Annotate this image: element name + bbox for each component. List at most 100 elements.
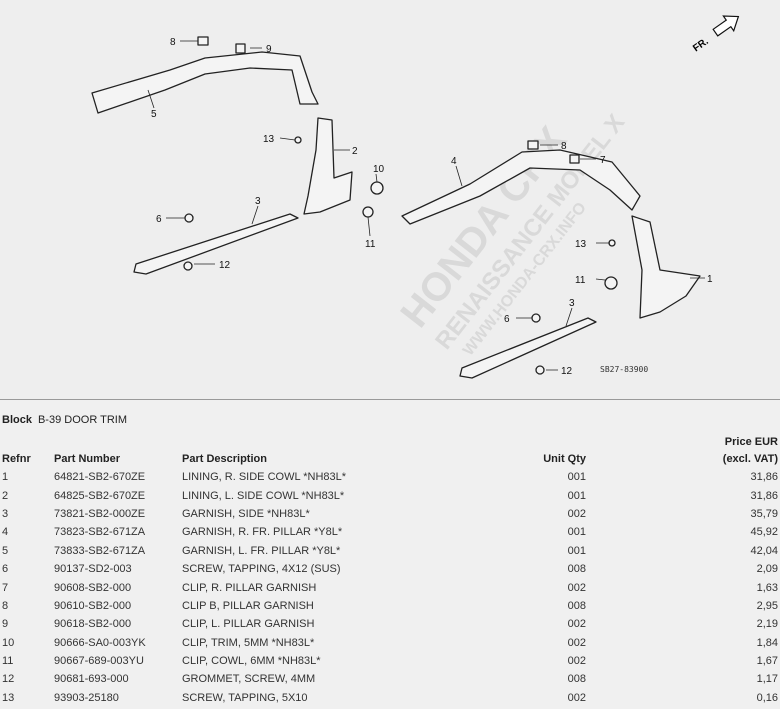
callout-6-right: 6	[504, 314, 510, 325]
part-number-cell: 73821-SB2-000ZE	[54, 507, 146, 520]
unit-qty-cell: 002	[567, 618, 586, 631]
price-cell: 0,16	[756, 691, 778, 704]
part-number-cell: 90667-689-003YU	[54, 655, 144, 668]
description-cell: CLIP B, PILLAR GARNISH	[182, 599, 314, 612]
part-11-clip	[362, 206, 374, 218]
table-row: 8 90610-SB2-000 CLIP B, PILLAR GARNISH 008 2…	[0, 597, 780, 615]
refnr-cell: 5	[2, 544, 9, 557]
part-9-clip	[235, 43, 246, 54]
callout-5: 5	[151, 109, 157, 120]
block-label: Block	[2, 414, 32, 426]
refnr-cell: 12	[2, 673, 15, 686]
unit-qty-cell: 002	[567, 655, 586, 668]
callout-12-right: 12	[561, 366, 573, 377]
part-10-clip	[370, 181, 384, 195]
unit-qty-cell: 001	[567, 526, 586, 539]
description-cell: CLIP, TRIM, 5MM *NH83L*	[182, 636, 315, 649]
part-3-right-side-garnish	[459, 317, 597, 379]
price-cell: 2,09	[756, 563, 778, 576]
part-number-cell: 73823-SB2-671ZA	[54, 526, 146, 539]
unit-qty-cell: 001	[567, 489, 586, 502]
callout-3: 3	[255, 196, 261, 207]
unit-qty-cell: 001	[567, 471, 586, 484]
part-2-left-side-cowl	[303, 117, 353, 215]
callout-2: 2	[352, 146, 358, 157]
description-cell: GROMMET, SCREW, 4MM	[182, 673, 316, 686]
price-cell: 1,67	[756, 655, 778, 668]
part-8-clip	[197, 36, 209, 46]
refnr-cell: 6	[2, 563, 9, 576]
callout-10: 10	[373, 164, 385, 175]
unit-qty-cell: 002	[567, 636, 586, 649]
drawing-code: SB27-83900	[600, 365, 648, 374]
callout-11-right: 11	[575, 275, 586, 286]
part-12-grommet-right	[535, 365, 545, 375]
refnr-cell: 11	[2, 655, 14, 668]
description-cell: CLIP, L. PILLAR GARNISH	[182, 618, 315, 631]
part-6-screw	[184, 213, 194, 223]
price-cell: 2,19	[756, 618, 778, 631]
callout-7-right: 7	[600, 155, 606, 166]
callout-8: 8	[170, 37, 176, 48]
refnr-cell: 3	[2, 507, 9, 520]
price-cell: 1,84	[756, 636, 778, 649]
unit-qty-cell: 002	[567, 507, 586, 520]
part-4-right-pillar-garnish	[401, 149, 641, 225]
unit-qty-cell: 008	[567, 599, 586, 612]
refnr-cell: 13	[2, 691, 15, 704]
callout-12: 12	[219, 260, 231, 271]
callout-4-right: 4	[451, 156, 457, 167]
header-part-number: Part Number	[54, 453, 121, 465]
description-cell: CLIP, R. PILLAR GARNISH	[182, 581, 317, 594]
callout-6: 6	[156, 214, 162, 225]
callout-13-right: 13	[575, 239, 587, 250]
refnr-cell: 9	[2, 618, 9, 631]
description-cell: SCREW, TAPPING, 5X10	[182, 691, 308, 704]
price-cell: 2,95	[756, 599, 778, 612]
refnr-cell: 10	[2, 636, 15, 649]
front-direction-label: FR.	[691, 36, 711, 54]
header-refnr: Refnr	[2, 453, 31, 465]
part-number-cell: 90608-SB2-000	[54, 581, 132, 594]
header-price-line1: Price EUR	[724, 436, 778, 448]
block-value: B-39 DOOR TRIM	[37, 414, 127, 426]
parts-diagram-drawing: HONDA CRX RENAISSANCE MODEL X WWW.HONDA-…	[91, 15, 740, 379]
header-description: Part Description	[182, 453, 267, 465]
part-12-grommet	[183, 261, 193, 271]
table-row: 6 90137-SD2-003 SCREW, TAPPING, 4X12 (SUS)…	[0, 560, 780, 578]
refnr-cell: 2	[2, 489, 9, 502]
parts-diagram: HONDA CRX RENAISSANCE MODEL X WWW.HONDA-…	[0, 15, 780, 400]
part-5-left-pillar-garnish	[91, 51, 319, 114]
part-number-cell: 90137-SD2-003	[54, 563, 132, 576]
header-unit-qty: Unit Qty	[543, 453, 586, 465]
part-number-cell: 64821-SB2-670ZE	[54, 471, 146, 484]
description-cell: GARNISH, R. FR. PILLAR *Y8L*	[182, 526, 343, 539]
part-8-clip-right	[527, 140, 539, 150]
table-row: 1 64821-SB2-670ZE LINING, R. SIDE COWL *NH…	[0, 468, 780, 486]
table-row: 9 90618-SB2-000 CLIP, L. PILLAR GARNISH 002…	[0, 615, 780, 633]
table-row: 4 73823-SB2-671ZA GARNISH, R. FR. PILLAR *…	[0, 523, 780, 541]
part-number-cell: 90610-SB2-000	[54, 599, 132, 612]
part-3-left-side-garnish	[133, 213, 299, 275]
part-number-cell: 64825-SB2-670ZE	[54, 489, 146, 502]
price-cell: 42,04	[750, 544, 778, 557]
refnr-cell: 1	[2, 471, 9, 484]
refnr-cell: 8	[2, 599, 9, 612]
description-cell: LINING, R. SIDE COWL *NH83L*	[182, 471, 347, 484]
unit-qty-cell: 008	[567, 563, 586, 576]
description-cell: SCREW, TAPPING, 4X12 (SUS)	[182, 563, 341, 576]
header-price-line2: (excl. VAT)	[722, 453, 778, 465]
part-number-cell: 90666-SA0-003YK	[54, 636, 146, 649]
unit-qty-cell: 002	[567, 691, 586, 704]
part-number-cell: 90618-SB2-000	[54, 618, 132, 631]
refnr-cell: 4	[2, 526, 9, 539]
callout-9: 9	[266, 44, 272, 55]
table-header-row: Refnr Part Number Part Description Unit …	[0, 434, 780, 468]
refnr-cell: 7	[2, 581, 9, 594]
